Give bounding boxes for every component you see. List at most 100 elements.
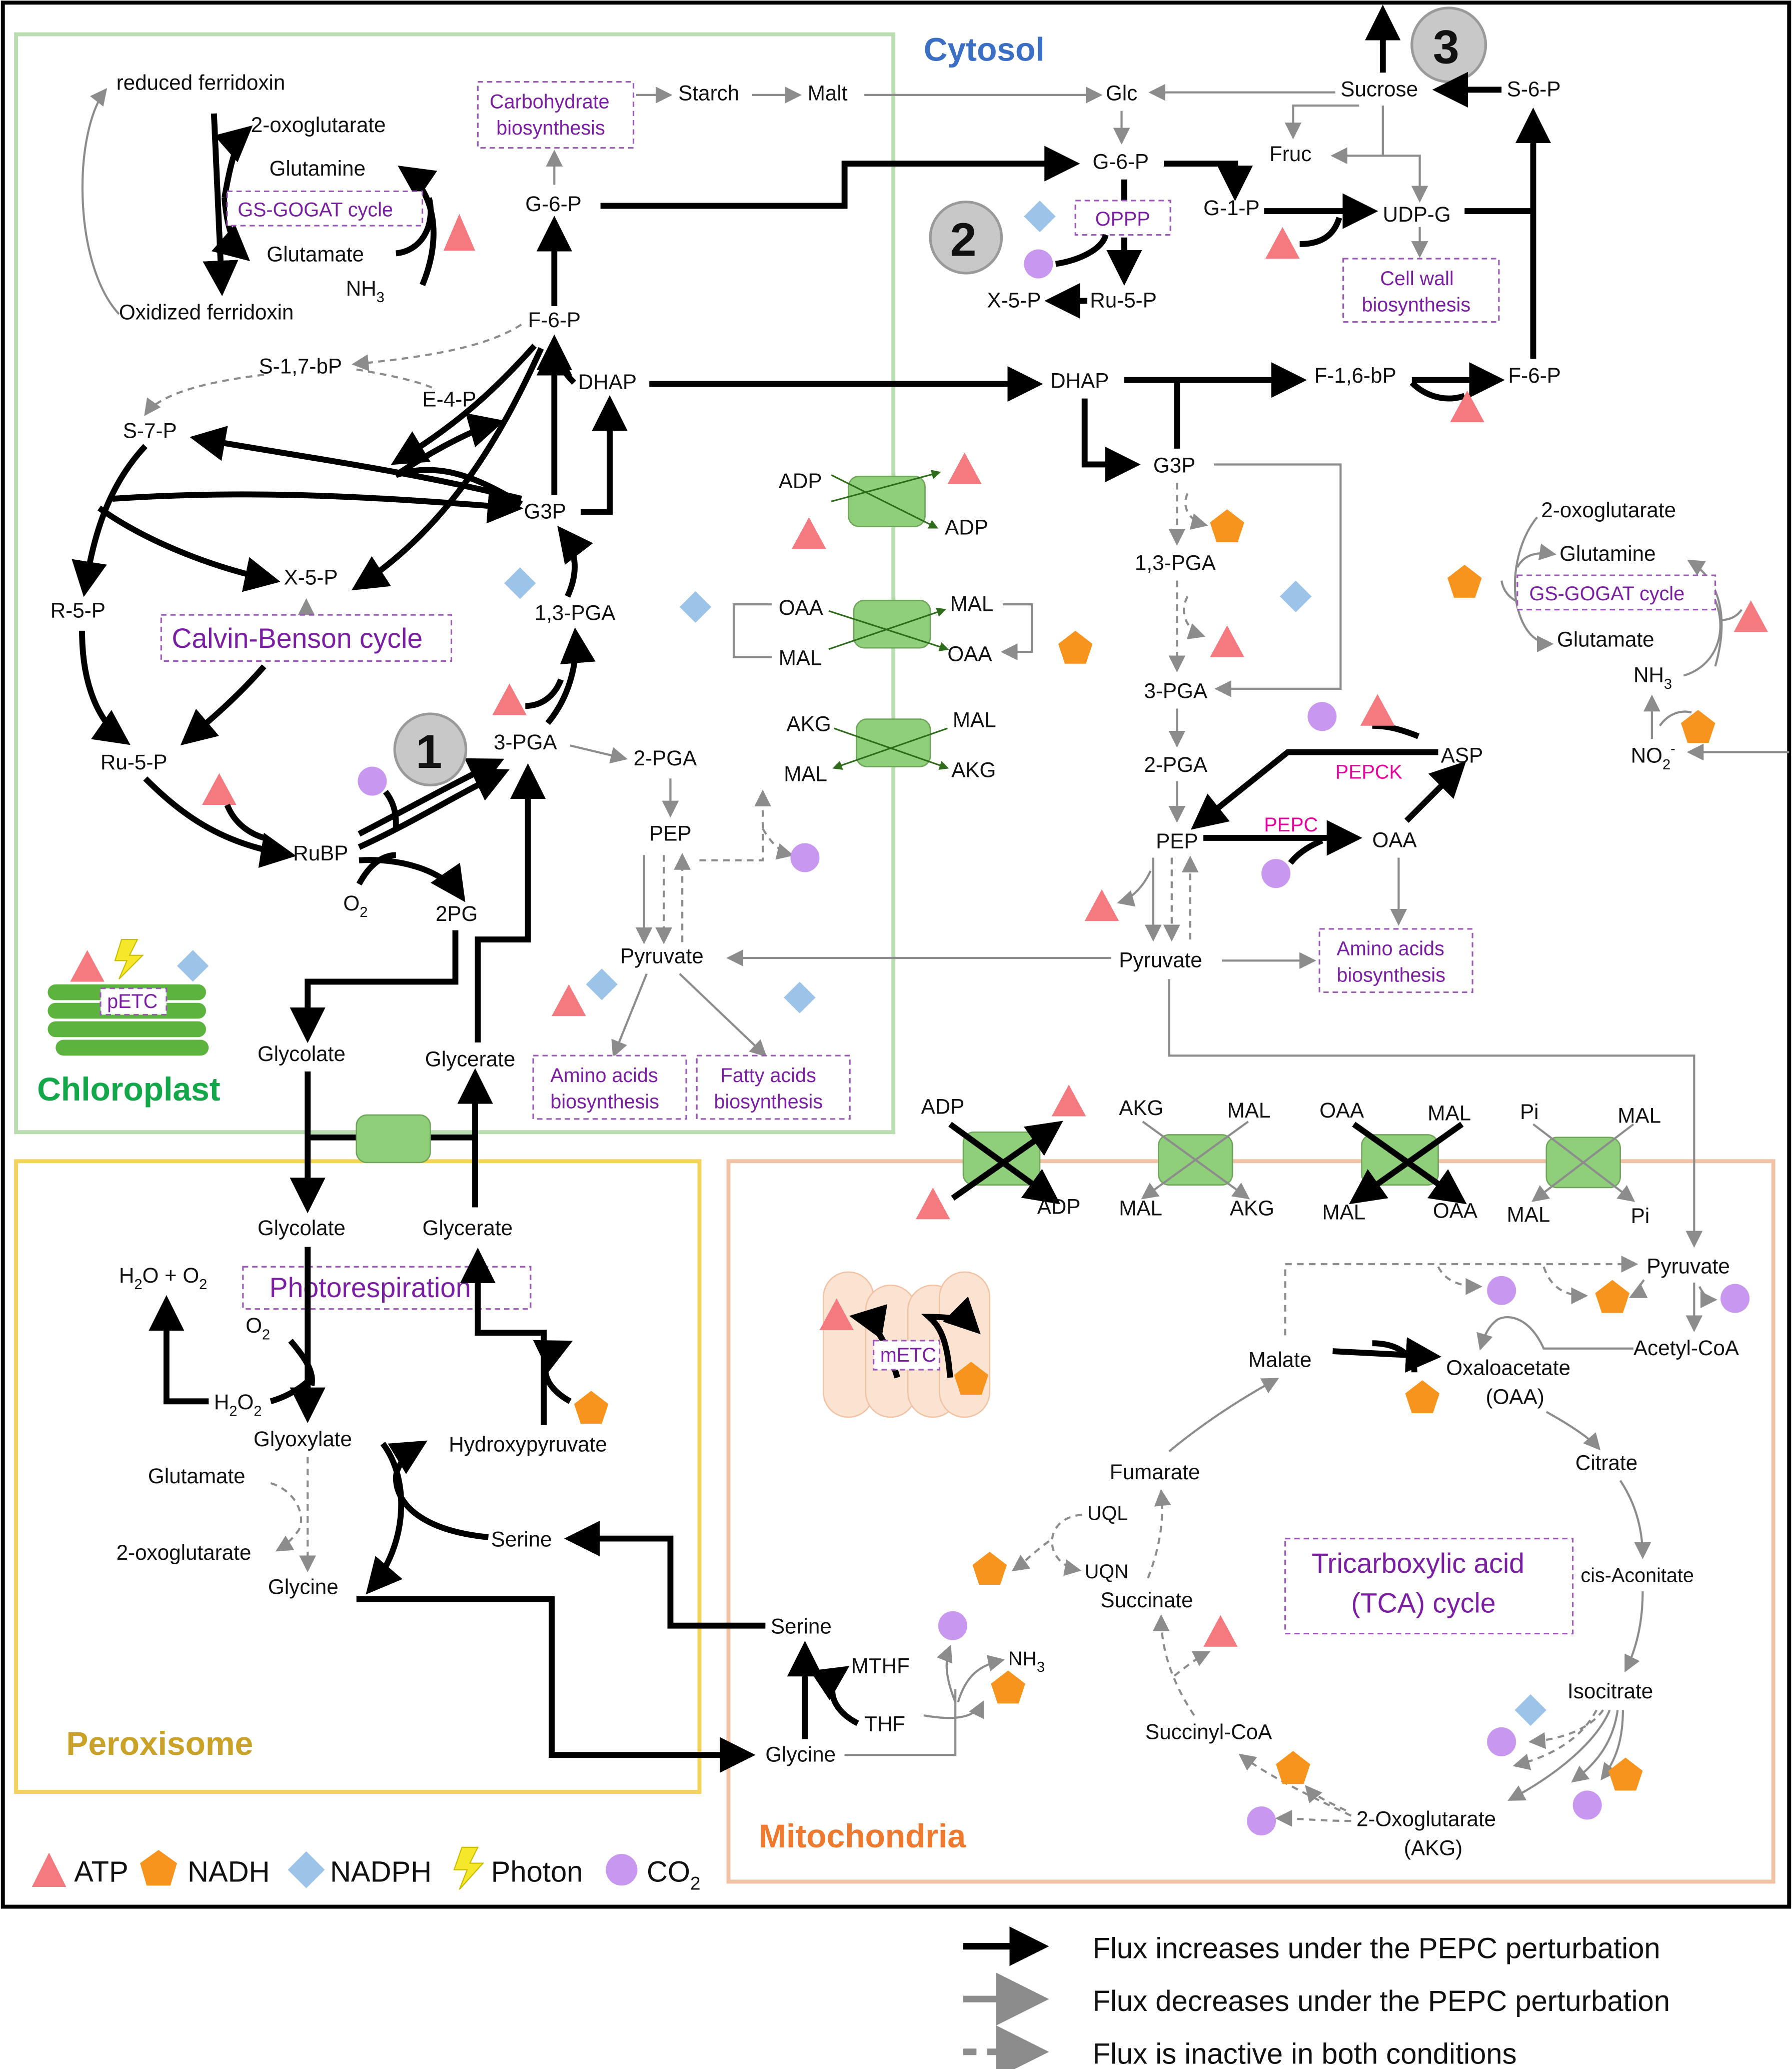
atp-to-udpg: [1299, 217, 1342, 247]
cy-nh3: NH3: [1633, 663, 1672, 692]
legend-nadph-icon: [288, 1851, 325, 1888]
ch-o2: O2: [343, 891, 368, 920]
malate-nadh: [1372, 1340, 1418, 1373]
tr-mal-a: MAL: [779, 646, 822, 669]
x5p-to-ru5p: [180, 664, 267, 746]
atp-icon: [1051, 1085, 1086, 1117]
amino-acids-line2: biosynthesis: [550, 1091, 659, 1113]
oppp-co2: [1055, 234, 1109, 267]
mt-oaa: Oxaloacetate: [1446, 1356, 1570, 1380]
mt-mthf: MTHF: [851, 1654, 910, 1678]
mt-thf: THF: [864, 1712, 905, 1736]
sucrose-split: [1330, 106, 1384, 165]
ch-f6p: F-6-P: [528, 308, 581, 332]
co2-icon: [1487, 1727, 1516, 1756]
cy-gs: [1687, 559, 1723, 667]
adp-cross-b: [831, 474, 939, 529]
cy-amino-line2: biosynthesis: [1337, 964, 1446, 986]
fatty-acids-box: [696, 1055, 851, 1120]
mal-to-oaa-ch: [732, 603, 772, 658]
cy-gs-b: [1683, 600, 1721, 677]
atp-icon: [443, 214, 476, 251]
g6p-to-g1p: [1163, 161, 1253, 202]
malate-to-pyruvate: [1284, 1256, 1638, 1336]
nadh-icon: [1210, 509, 1244, 543]
mt-nh3: NH3: [1008, 1648, 1045, 1675]
fumarate-to-malate: [1168, 1378, 1279, 1453]
mt-pi-mal-cross-b: [1531, 1123, 1634, 1202]
s7p-to-r5p: [72, 444, 148, 597]
atp-icon: [1210, 625, 1244, 657]
cy-gs-gogat-label: GS-GOGAT cycle: [1529, 583, 1685, 605]
gs-arrow-b: [395, 197, 434, 257]
mitochondria-compartment: [726, 1159, 1775, 1884]
glycine-co2: [937, 1644, 957, 1703]
mt-isocitrate: Isocitrate: [1567, 1679, 1653, 1703]
cy-f6p: F-6-P: [1508, 364, 1560, 387]
cy-f16bp: F-1,6-bP: [1314, 364, 1396, 387]
mt-tr-mal-d: MAL: [1322, 1200, 1365, 1224]
tca-box: [1284, 1538, 1574, 1635]
co2-icon: [1247, 1806, 1276, 1836]
ch-pyruvate: Pyruvate: [620, 944, 703, 968]
mt-tr-mal-c: MAL: [1428, 1101, 1471, 1125]
ch-oxidized-ferridoxin: Oxidized ferridoxin: [119, 300, 294, 324]
g3p-bypass: [1214, 463, 1342, 697]
mt-citrate: Citrate: [1575, 1451, 1637, 1474]
akg-mal-cross-b: [832, 727, 948, 770]
nadh-icon: [1680, 710, 1715, 743]
badge-1-number: 1: [416, 725, 442, 778]
calvin-benson-label: Calvin-Benson cycle: [172, 623, 423, 654]
legend-atp-label: ATP: [74, 1855, 129, 1888]
px-glyoxylate: Glyoxylate: [254, 1427, 352, 1451]
isocitrate-to-akg-c: [1600, 1710, 1624, 1781]
atp-icon: [552, 984, 586, 1016]
atp-icon: [1360, 694, 1395, 726]
nadh-icon: [991, 1670, 1025, 1704]
g3p-nadh: [1184, 493, 1208, 530]
mt-pyruvate: Pyruvate: [1646, 1254, 1729, 1278]
mt-tr-adp-a: ADP: [921, 1095, 965, 1118]
atp-icon: [1084, 889, 1119, 921]
pyruvate-to-amino: [611, 973, 648, 1058]
mt-malate: Malate: [1248, 1348, 1312, 1372]
adp-transporter: [848, 475, 926, 527]
px-glycine: Glycine: [268, 1575, 339, 1598]
mt-tr-mal-f: MAL: [1507, 1203, 1550, 1227]
ch-reduced-ferridoxin: reduced ferridoxin: [117, 71, 286, 94]
ch-oxoglutarate: 2-oxoglutarate: [251, 113, 386, 137]
amino-acids-line1: Amino acids: [550, 1065, 658, 1087]
mt-tr-oaa-a: OAA: [1319, 1099, 1364, 1122]
co2-icon: [1307, 702, 1337, 731]
cy-pga13: 1,3-PGA: [1135, 551, 1216, 575]
cy-pga2: 2-PGA: [1144, 753, 1207, 776]
atp-to-pga: [525, 678, 564, 709]
co2-icon: [1487, 1276, 1516, 1305]
g3p-to-dhap: [581, 395, 628, 515]
carbohydrate-biosynthesis-box: [477, 81, 635, 149]
oaa-mal-transporter: [853, 599, 931, 649]
nadh-icon: [1608, 1757, 1643, 1791]
malate-to-oaa: [1332, 1337, 1442, 1373]
cy-gs-gogat-box: [1516, 574, 1716, 611]
uq-nadh: [1011, 1540, 1050, 1572]
badge-2-number: 2: [950, 214, 977, 267]
px-hydroxypyruvate: Hydroxypyruvate: [449, 1433, 607, 1456]
carbohydrate-line1: Carbohydrate: [490, 91, 610, 113]
mt-tr-mal-a: MAL: [1227, 1099, 1271, 1122]
glycine-nadh: [923, 1700, 984, 1719]
mt-tr-akg-a: AKG: [1119, 1096, 1163, 1120]
f6p-to-s17bp: [352, 324, 522, 371]
co2-to-rubp: [383, 789, 399, 829]
f6p-to-x5p: [351, 347, 544, 591]
gs-gogat-box: [226, 190, 424, 227]
atp-to-rubp: [224, 803, 265, 841]
glu-to-oxoglu: [270, 1482, 303, 1552]
tr-mal-c: MAL: [953, 708, 996, 731]
pyruvate-nadh: [1628, 1279, 1648, 1298]
oaa-to-citrate: [1545, 1411, 1601, 1451]
co2-icon: [1261, 859, 1291, 888]
akg-co2: [1275, 1809, 1351, 1827]
nadph-icon: [504, 567, 536, 599]
ch-x5p: X-5-P: [284, 566, 338, 589]
